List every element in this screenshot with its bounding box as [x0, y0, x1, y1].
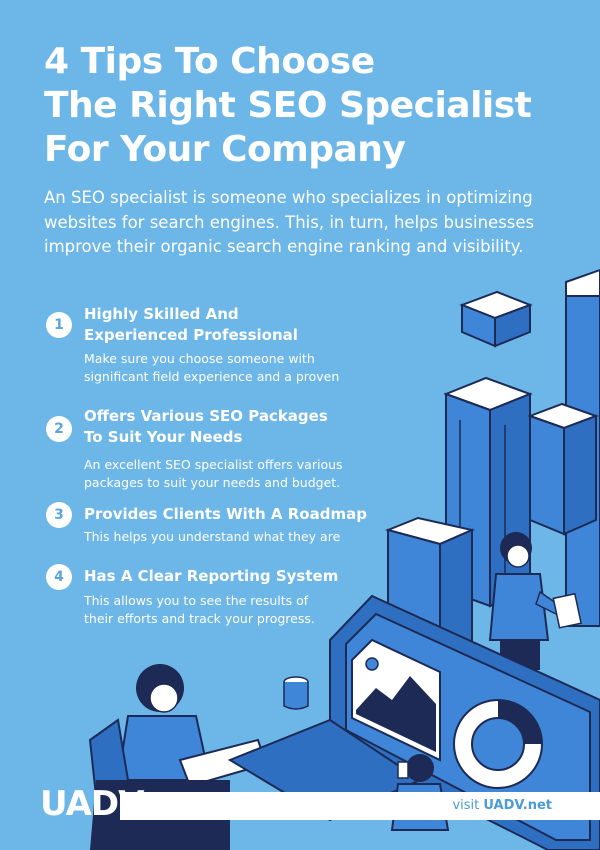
dashboard-screen	[329, 594, 600, 850]
title-line: 4 Tips To Choose	[44, 41, 375, 82]
title-line: The Right SEO Specialist	[44, 85, 532, 126]
tip-title-line: Has A Clear Reporting System	[84, 567, 339, 585]
page-title: 4 Tips To Choose The Right SEO Specialis…	[44, 40, 584, 172]
visit-url[interactable]: UADV.net	[483, 798, 552, 813]
tip-description: This allows you to see the results of th…	[84, 592, 424, 628]
tip-title-line: Provides Clients With A Roadmap	[84, 505, 367, 523]
tip-title: Provides Clients With A Roadmap	[84, 504, 424, 525]
uadv-logo: UADV	[40, 784, 144, 824]
tip-desc-line: This helps you understand what they are	[84, 529, 341, 544]
server-tower-right	[527, 402, 599, 536]
tip-title-line: To Suit Your Needs	[84, 428, 243, 446]
tip-title: Highly Skilled And Experienced Professio…	[84, 304, 424, 346]
tip-number-badge: 3	[46, 502, 72, 528]
tip-desc-line: packages to suit your needs and budget.	[84, 475, 341, 490]
tip-title: Offers Various SEO Packages To Suit Your…	[84, 406, 424, 448]
tip-title-line: Offers Various SEO Packages	[84, 407, 328, 425]
tip-number-badge: 4	[46, 564, 72, 590]
footer-band	[120, 792, 600, 820]
tip-desc-line: This allows you to see the results of	[84, 593, 309, 608]
title-line: For Your Company	[44, 129, 406, 170]
visit-link[interactable]: visit UADV.net	[452, 796, 552, 816]
footer: UADV visit UADV.net	[0, 780, 600, 830]
tip-description: An excellent SEO specialist offers vario…	[84, 456, 424, 492]
tip-title-line: Experienced Professional	[84, 326, 298, 344]
tip-desc-line: Make sure you choose someone with	[84, 351, 315, 366]
tip-title: Has A Clear Reporting System	[84, 566, 424, 587]
woman-with-document	[488, 532, 582, 670]
tip-desc-line: An excellent SEO specialist offers vario…	[84, 457, 343, 472]
tip-desc-line: significant field experience and a prove…	[84, 369, 340, 384]
tip-description: This helps you understand what they are	[84, 528, 424, 546]
tip-description: Make sure you choose someone with signif…	[84, 350, 424, 386]
intro-paragraph: An SEO specialist is someone who special…	[44, 188, 535, 256]
tip-number-badge: 1	[46, 312, 72, 338]
visit-prefix: visit	[452, 798, 484, 813]
tip-desc-line: their efforts and track your progress.	[84, 611, 315, 626]
tip-title-line: Highly Skilled And	[84, 305, 239, 323]
coffee-cup	[283, 676, 309, 710]
tip-number-badge: 2	[46, 416, 72, 442]
small-server-cube	[459, 290, 533, 348]
